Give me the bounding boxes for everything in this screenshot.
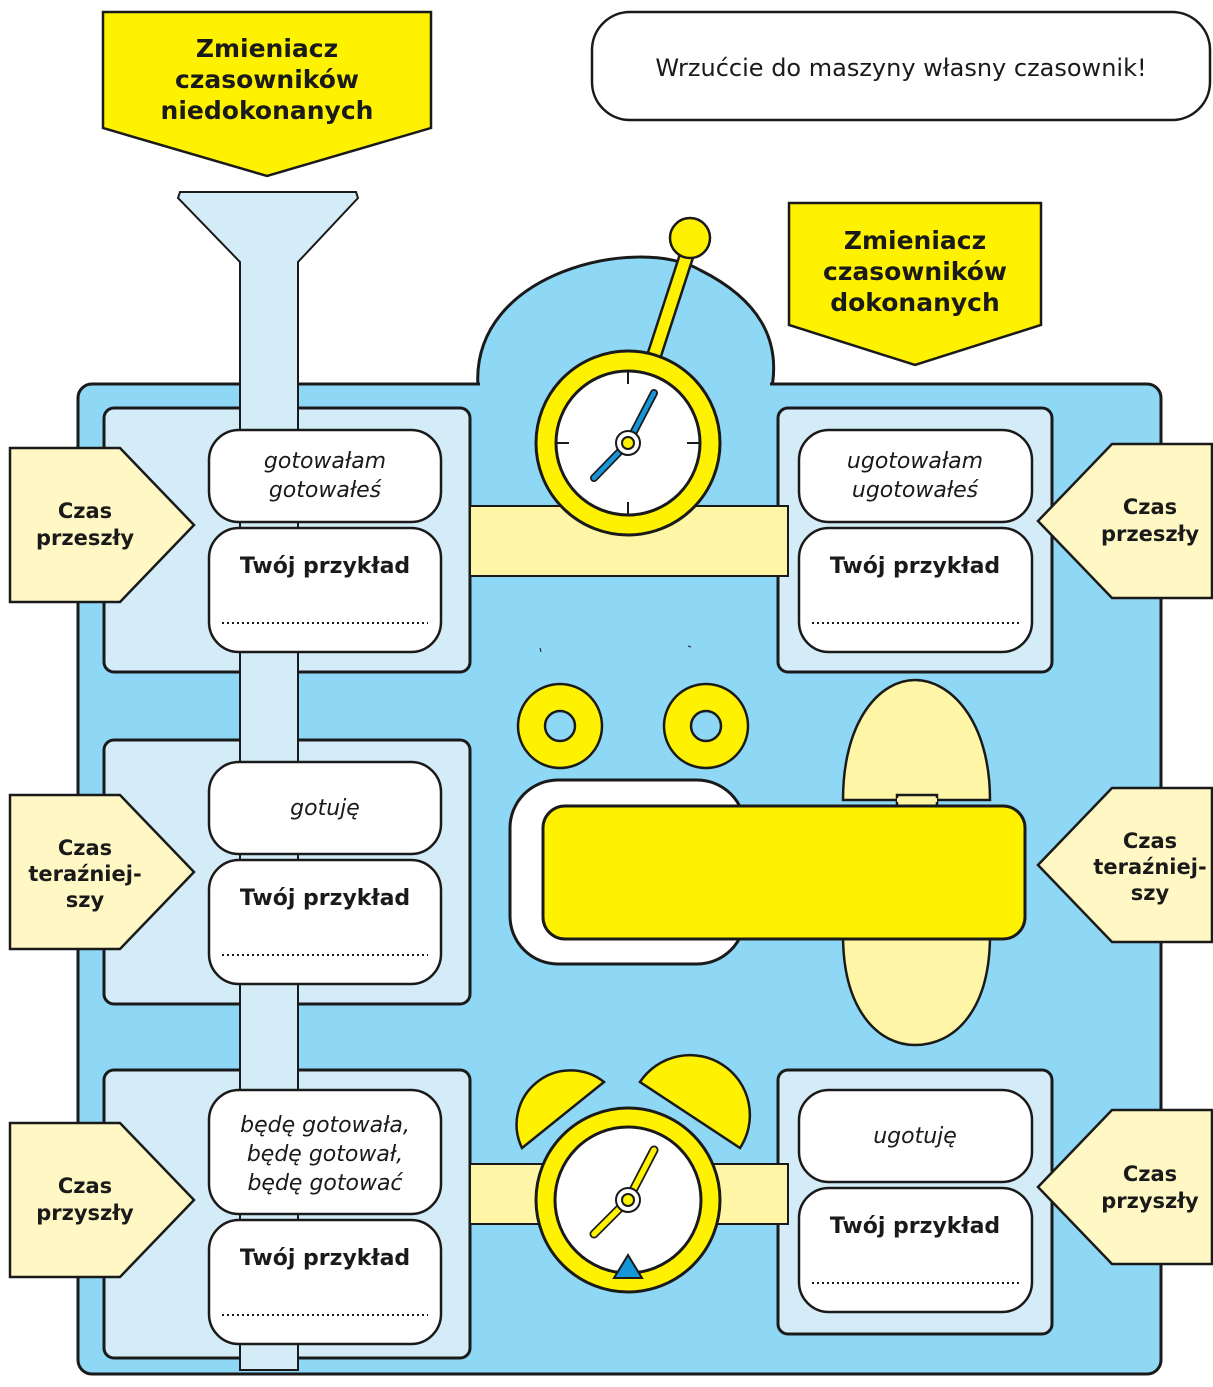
- word-past-imperfective-2: gotowałeś: [269, 478, 383, 503]
- word-past-perfective-1: ugotowałam: [847, 449, 983, 474]
- instruction-text: Wrzućcie do maszyny własny czasownik!: [655, 54, 1146, 82]
- tense-label-text: teraźniej-: [1093, 855, 1206, 879]
- word-future-imperfective-1: będę gotowała,: [240, 1113, 410, 1138]
- banner-imperfective-line-3: niedokonanych: [161, 96, 374, 125]
- word-future-imperfective-2: będę gotował,: [247, 1142, 403, 1167]
- word-future-imperfective-3: będę gotować: [247, 1171, 403, 1196]
- tense-label-text: przyszły: [36, 1201, 134, 1225]
- tense-label-text: szy: [66, 888, 105, 912]
- word-past-imperfective-1: gotowałam: [264, 449, 386, 474]
- word-past-perfective-2: ugotowałeś: [852, 478, 980, 503]
- bolt-right: [662, 682, 750, 770]
- banner-imperfective-line-2: czasowników: [175, 65, 359, 94]
- example-box-future-perfective[interactable]: [797, 1186, 1034, 1314]
- tense-label-text: Czas: [1123, 1162, 1177, 1186]
- word-present-imperfective: gotuję: [290, 796, 360, 821]
- screen-display: [541, 804, 1027, 941]
- example-label: Twój przykład: [830, 1214, 1000, 1239]
- example-label: Twój przykład: [240, 554, 410, 579]
- tense-label-text: Czas: [58, 499, 112, 523]
- tense-label-right-future: Czas przyszły: [1036, 1108, 1213, 1266]
- banner-perfective: Zmieniacz czasowników dokonanych: [787, 201, 1043, 367]
- example-box-past-imperfective[interactable]: [207, 526, 443, 654]
- word-box-future-imperfective: [207, 1088, 443, 1216]
- tense-label-text: teraźniej-: [28, 862, 141, 886]
- alarm-bell-right: [638, 1053, 752, 1150]
- tense-label-right-present: Czas teraźniej- szy: [1036, 786, 1213, 944]
- bolt-left: [516, 682, 604, 770]
- banner-perfective-line-1: Zmieniacz: [844, 226, 986, 255]
- tense-label-left-past: Czas przeszły: [8, 446, 196, 604]
- banner-perfective-line-2: czasowników: [823, 257, 1007, 286]
- word-box-future-perfective: [797, 1088, 1034, 1184]
- pressure-gauge: [534, 216, 722, 537]
- gauge-pivot: [621, 436, 635, 450]
- gauge-lever: [646, 239, 696, 368]
- tense-label-text: szy: [1131, 881, 1170, 905]
- example-box-past-perfective[interactable]: [797, 526, 1034, 654]
- banner-perfective-line-3: dokonanych: [830, 288, 1000, 317]
- example-label: Twój przykład: [240, 1246, 410, 1271]
- tense-label-left-future: Czas przyszły: [8, 1121, 196, 1279]
- word-box-past-perfective: [797, 428, 1034, 524]
- alarm-clock: [515, 1053, 752, 1294]
- tense-label-text: przeszły: [36, 526, 134, 550]
- example-box-present-imperfective[interactable]: [207, 858, 443, 986]
- tense-label-text: Czas: [58, 836, 112, 860]
- tense-label-right-past: Czas przeszły: [1036, 442, 1213, 600]
- alarm-bell-left: [515, 1069, 607, 1150]
- word-future-perfective: ugotuję: [873, 1124, 957, 1149]
- tense-label-text: przeszły: [1101, 522, 1199, 546]
- tense-label-text: Czas: [1123, 829, 1177, 853]
- lever-knob: [668, 216, 712, 260]
- tense-label-text: Czas: [1123, 495, 1177, 519]
- instruction-bubble: [590, 10, 1212, 122]
- banner-imperfective-line-1: Zmieniacz: [196, 34, 338, 63]
- tense-label-left-present: Czas teraźniej- szy: [8, 793, 196, 951]
- example-box-future-imperfective[interactable]: [207, 1218, 443, 1346]
- word-box-present-imperfective: [207, 760, 443, 856]
- banner-imperfective: Zmieniacz czasowników niedokonanych: [101, 10, 433, 178]
- example-label: Twój przykład: [240, 886, 410, 911]
- word-box-past-imperfective: [207, 428, 443, 524]
- example-label: Twój przykład: [830, 554, 1000, 579]
- alarm-marker-triangle: [612, 1253, 644, 1279]
- tense-label-text: Czas: [58, 1174, 112, 1198]
- tense-label-text: przyszły: [1101, 1189, 1199, 1213]
